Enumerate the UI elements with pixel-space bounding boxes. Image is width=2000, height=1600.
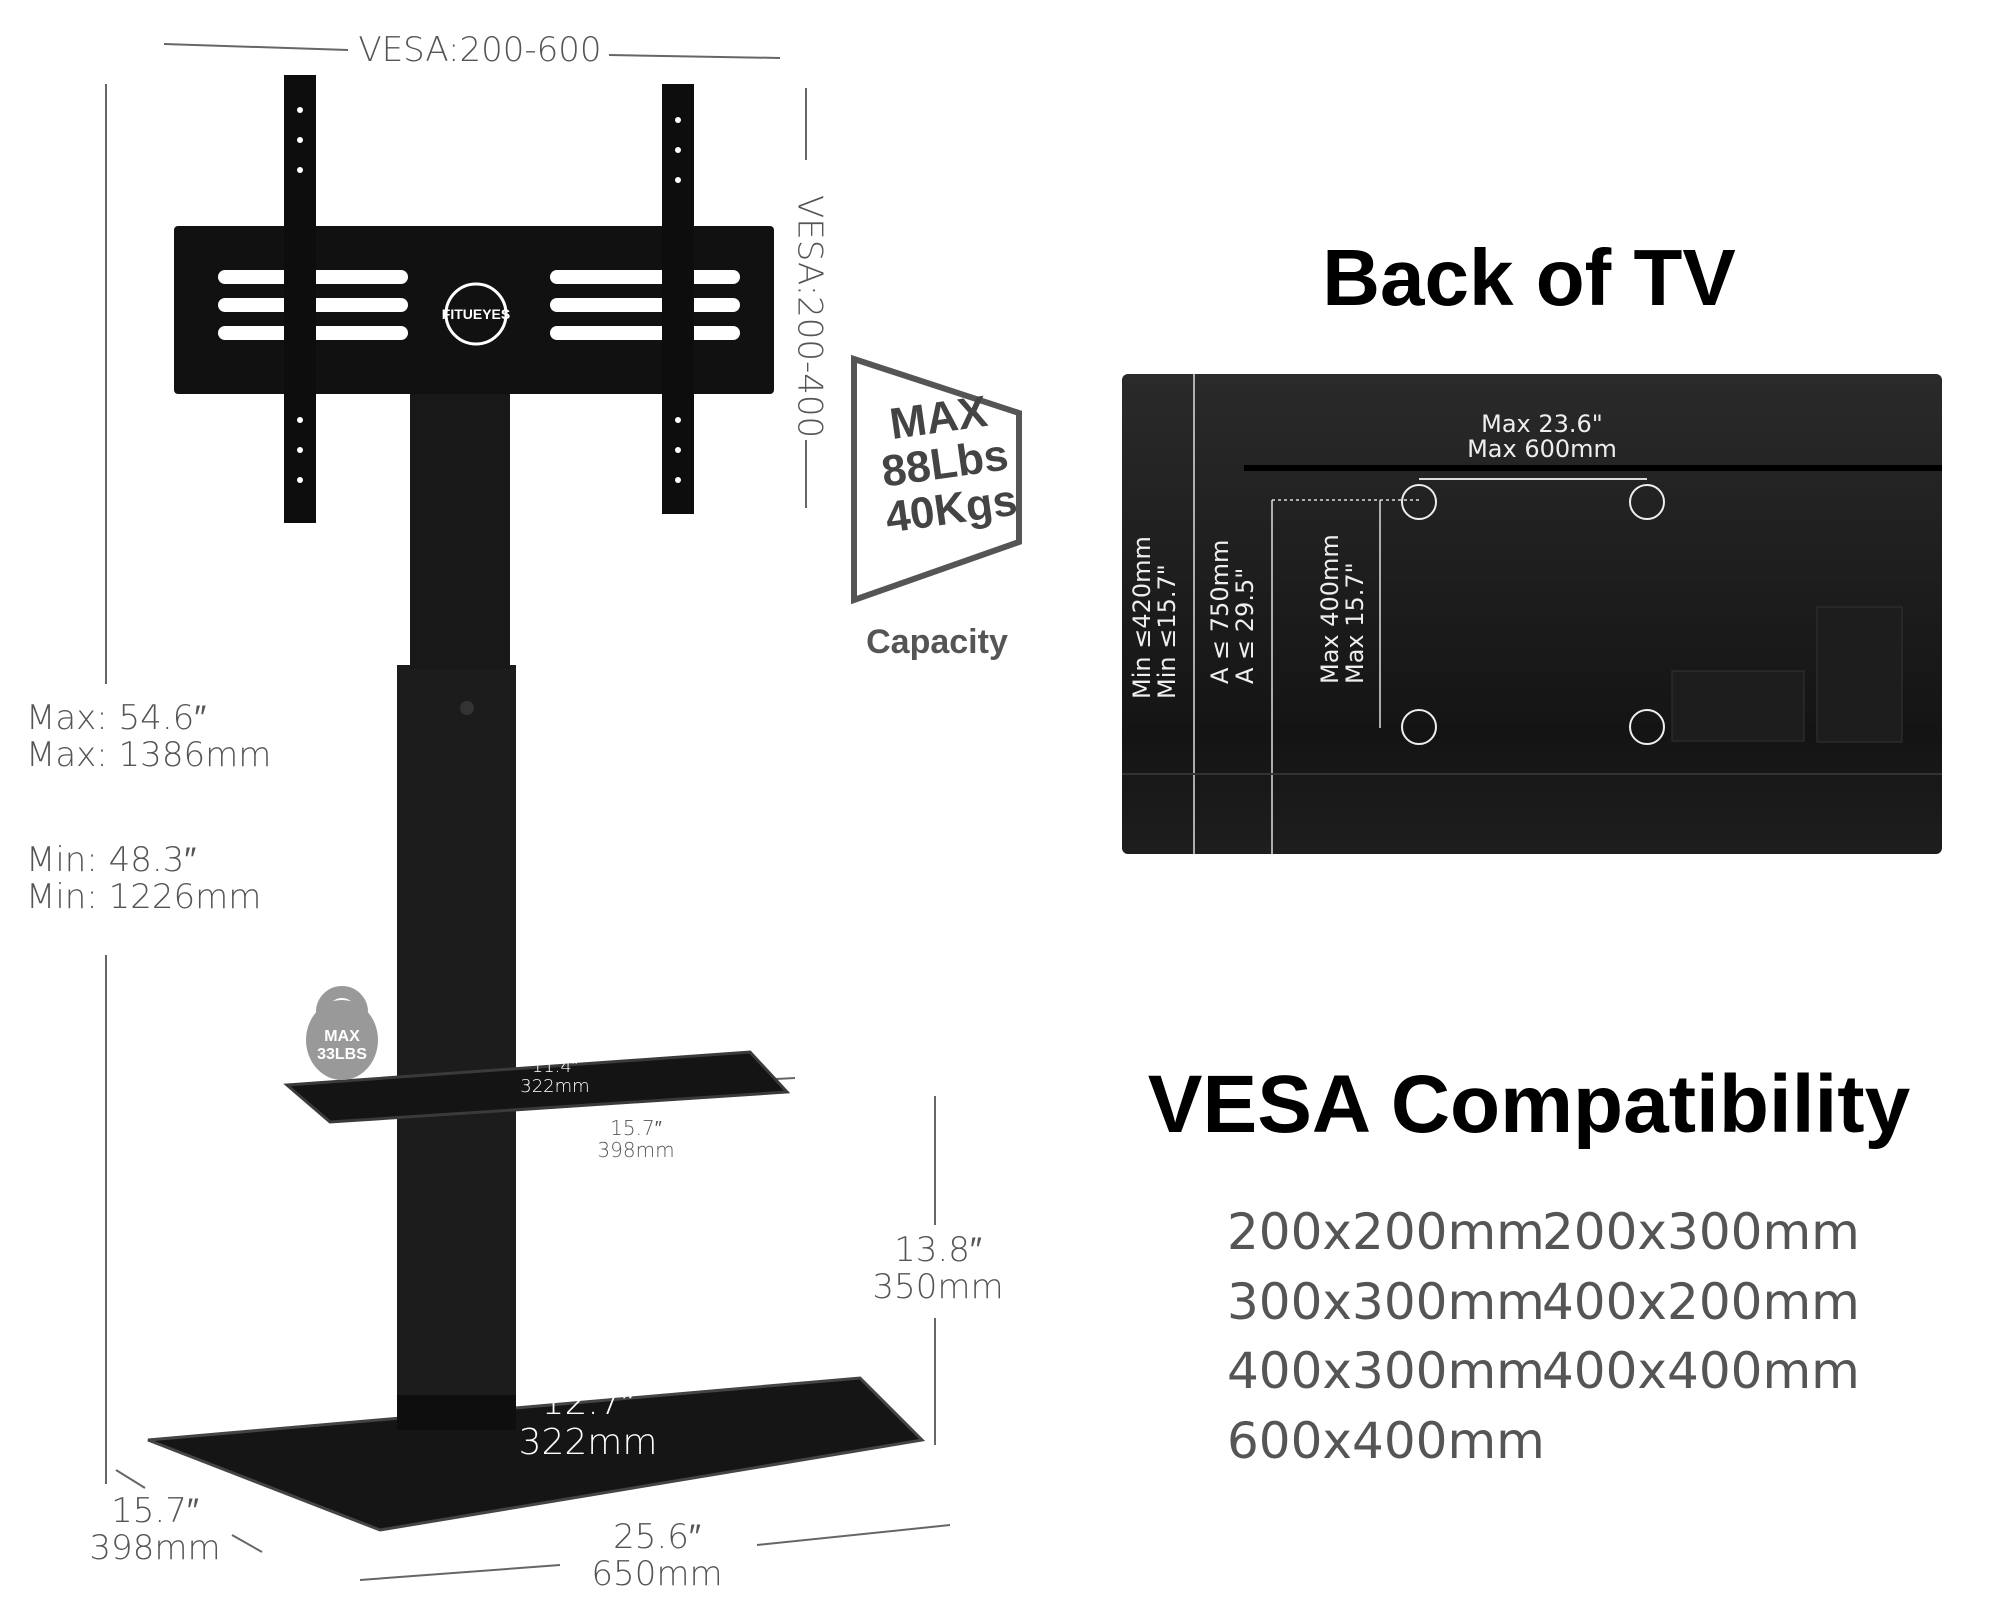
vesa-size: 400x400mm <box>1542 1342 1860 1400</box>
vesa-size: 200x200mm <box>1227 1203 1545 1261</box>
shelf-width-in: 15.7″ <box>610 1116 662 1140</box>
base-width-in: 25.6″ <box>613 1517 701 1557</box>
shelf-max-load: MAX 33LBS <box>317 1028 367 1063</box>
back-of-tv-title: Back of TV <box>1322 233 1736 322</box>
kettlebell-icon <box>306 986 378 1080</box>
capacity-label: Capacity <box>866 623 1008 661</box>
vesa-size: 200x300mm <box>1542 1203 1860 1261</box>
vesa-size: 600x400mm <box>1227 1412 1545 1470</box>
tv-min-height-mm: Min ≤420mm <box>1128 536 1156 699</box>
shelf-depth-in: 11.4″ <box>531 1056 579 1077</box>
tv-max-height-mm: Max 400mm <box>1316 534 1344 684</box>
tv-max-width-in: Max 23.6" <box>1481 410 1603 438</box>
height-min-mm: Min: 1226mm <box>26 877 262 918</box>
vesa-width-label: VESA:200-600 <box>358 30 602 70</box>
brand-logo: FITUEYES <box>441 306 511 322</box>
tv-min-height-in: Min ≤15.7" <box>1153 564 1182 699</box>
vesa-size: 400x200mm <box>1542 1273 1860 1331</box>
base-width-mm: 650mm <box>591 1554 723 1595</box>
vesa-size: 400x300mm <box>1227 1342 1545 1400</box>
shelf-width-mm: 398mm <box>597 1138 675 1162</box>
height-max-mm: Max: 1386mm <box>26 735 272 776</box>
shelf-max-load-line2: 33LBS <box>317 1045 367 1063</box>
base-side-mm: 398mm <box>89 1528 221 1569</box>
shelf-max-load-line1: MAX <box>324 1028 360 1045</box>
capacity-badge: MAX 88Lbs 40Kgs <box>870 386 1021 543</box>
base-depth-in: 12.7″ <box>541 1382 635 1423</box>
vesa-compat-title: VESA Compatibility <box>1147 1059 1911 1150</box>
tv-max-height-in: Max 15.7" <box>1341 562 1370 684</box>
vesa-height-label: VESA:200-400 <box>789 195 830 439</box>
tv-a-mm: A ≤ 750mm <box>1206 539 1234 684</box>
vesa-size: 300x300mm <box>1227 1273 1545 1331</box>
shelf-depth-mm: 322mm <box>520 1075 590 1097</box>
tv-max-width-mm: Max 600mm <box>1467 435 1617 464</box>
base-depth-mm: 322mm <box>518 1421 658 1463</box>
height-max-in: Max: 54.6″ <box>26 698 207 738</box>
height-min-in: Min: 48.3″ <box>26 840 197 880</box>
shelf-height-in: 13.8″ <box>894 1230 982 1270</box>
tv-a-in: A ≤ 29.5" <box>1231 567 1260 684</box>
shelf-height-mm: 350mm <box>872 1267 1004 1308</box>
tv-back-illustration: Max 23.6" Max 600mm Min ≤420mm Min ≤15.7… <box>1122 374 1942 854</box>
base-side-in: 15.7″ <box>111 1491 199 1531</box>
